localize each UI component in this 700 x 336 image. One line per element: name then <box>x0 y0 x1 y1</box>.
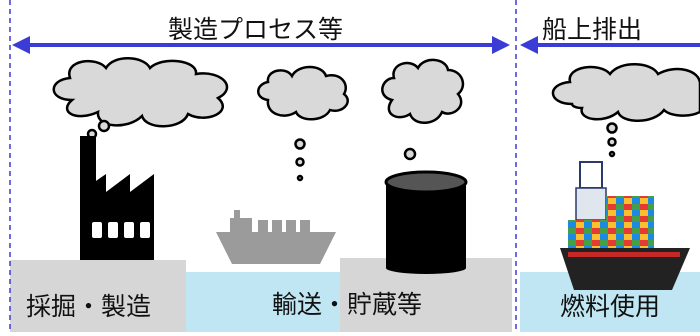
mining-ground <box>10 260 186 332</box>
fuel-use-label: 燃料使用 <box>560 292 661 321</box>
cargo-ship-icon <box>216 210 336 264</box>
transport-storage-label: 輸送・貯蔵等 <box>272 290 423 319</box>
cloud-icon-mining <box>52 57 229 144</box>
process-range-arrow <box>12 36 510 54</box>
factory-icon <box>80 136 154 260</box>
water-area-process <box>186 272 340 332</box>
cloud-icon-fuel <box>551 63 700 158</box>
manufacturing-process-label: 製造プロセス等 <box>168 15 344 44</box>
mining-manufacturing-label: 採掘・製造 <box>26 292 152 321</box>
container-ship-icon <box>560 161 690 290</box>
cloud-icon-transport <box>257 65 349 182</box>
storage-tank-icon <box>384 170 468 274</box>
cloud-icon-storage <box>381 58 465 161</box>
onboard-range-arrow <box>520 36 700 54</box>
onboard-emission-label: 船上排出 <box>542 15 643 44</box>
